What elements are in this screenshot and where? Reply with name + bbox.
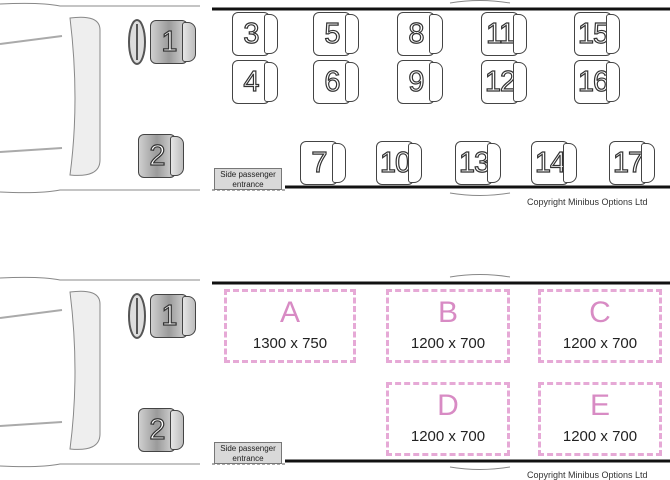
- seat-5[interactable]: 5: [313, 12, 359, 56]
- seat-number: 2: [149, 139, 166, 172]
- seat-number: 6: [324, 65, 341, 98]
- cargo-area-dimensions: 1200 x 700: [410, 335, 486, 352]
- seat-number: 14: [534, 146, 566, 179]
- driver-seat[interactable]: 1: [150, 294, 196, 338]
- cargo-area-letter: C: [589, 296, 611, 329]
- front-passenger-seat[interactable]: 2: [138, 134, 184, 178]
- seat-11[interactable]: 11: [481, 12, 527, 56]
- cargo-plan: 1 2 A 1300 x 750 B 1200 x 700 C 1200 x 7…: [0, 272, 670, 480]
- seat-4[interactable]: 4: [232, 60, 278, 104]
- driver-seat[interactable]: 1: [150, 20, 196, 64]
- seat-9[interactable]: 9: [397, 60, 443, 104]
- cargo-area-letter: B: [437, 296, 458, 329]
- seat-3[interactable]: 3: [232, 12, 278, 56]
- seat-number: 8: [408, 17, 425, 50]
- cargo-area-letter: D: [437, 389, 459, 422]
- seat-number: 2: [149, 413, 166, 446]
- front-passenger-seat[interactable]: 2: [138, 408, 184, 452]
- seat-17[interactable]: 17: [609, 141, 655, 185]
- seat-16[interactable]: 16: [574, 60, 620, 104]
- cargo-area-dimensions: 1200 x 700: [562, 428, 638, 445]
- side-entrance-label: Side passenger entrance: [214, 168, 282, 190]
- seat-number: 17: [612, 146, 644, 179]
- seat-number: 15: [577, 17, 609, 50]
- seat-13[interactable]: 13: [455, 141, 501, 185]
- cargo-area-letter: A: [279, 296, 300, 329]
- seat-number: 12: [484, 65, 516, 98]
- seat-number: 4: [243, 65, 260, 98]
- cargo-area-dimensions: 1200 x 700: [410, 428, 486, 445]
- seat-number: 13: [458, 146, 490, 179]
- minibus-outline: [0, 0, 670, 196]
- seat-6[interactable]: 6: [313, 60, 359, 104]
- seat-number: 7: [311, 146, 328, 179]
- seat-10[interactable]: 10: [376, 141, 422, 185]
- seat-number: 16: [577, 65, 609, 98]
- seat-7[interactable]: 7: [300, 141, 346, 185]
- cargo-area-letter: E: [589, 389, 610, 422]
- seat-number: 1: [161, 25, 178, 58]
- seat-8[interactable]: 8: [397, 12, 443, 56]
- seat-12[interactable]: 12: [481, 60, 527, 104]
- copyright-text: Copyright Minibus Options Ltd: [527, 470, 648, 480]
- seat-15[interactable]: 15: [574, 12, 620, 56]
- cargo-area-c[interactable]: C 1200 x 700: [538, 289, 662, 363]
- cargo-area-e[interactable]: E 1200 x 700: [538, 382, 662, 456]
- cargo-area-b[interactable]: B 1200 x 700: [386, 289, 510, 363]
- seat-number: 10: [379, 146, 411, 179]
- side-entrance-label: Side passenger entrance: [214, 442, 282, 464]
- cargo-area-d[interactable]: D 1200 x 700: [386, 382, 510, 456]
- seat-number: 9: [408, 65, 425, 98]
- copyright-text: Copyright Minibus Options Ltd: [527, 197, 648, 207]
- cargo-area-dimensions: 1200 x 700: [562, 335, 638, 352]
- seat-number: 1: [161, 299, 178, 332]
- seat-number: 3: [243, 17, 260, 50]
- seat-number: 5: [324, 17, 341, 50]
- cargo-area-dimensions: 1300 x 750: [252, 335, 328, 352]
- cargo-area-a[interactable]: A 1300 x 750: [224, 289, 356, 363]
- seating-plan: 1 2 3 4 5 6 7 8 9 10 11 12 13 14 15 16 1…: [0, 0, 670, 207]
- seat-number: 11: [485, 17, 515, 50]
- seat-14[interactable]: 14: [531, 141, 577, 185]
- minibus-outline: [0, 274, 670, 470]
